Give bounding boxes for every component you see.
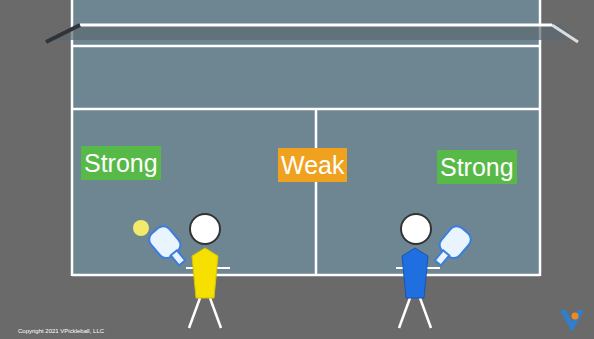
paddle-handle [435, 250, 449, 265]
sideline [71, 0, 74, 276]
right-player [396, 214, 474, 328]
zone-label: Strong [84, 146, 158, 180]
body [192, 248, 218, 298]
net-line [72, 45, 540, 48]
head [190, 214, 220, 244]
logo-v [560, 310, 584, 332]
left-player [133, 214, 230, 328]
label-box: Weak [278, 148, 347, 182]
net-post [552, 25, 578, 42]
logo [560, 310, 584, 332]
head [401, 214, 431, 244]
leg [420, 298, 431, 328]
leg [399, 298, 410, 328]
label-box: Strong [437, 150, 517, 184]
net-mesh [48, 24, 578, 40]
leg [189, 298, 200, 328]
paddle [429, 223, 474, 271]
court-lines [72, 0, 540, 276]
center-line [315, 109, 318, 276]
net-cord [80, 24, 552, 27]
paddle-handle [171, 250, 185, 265]
body [402, 248, 428, 298]
paddle [146, 223, 191, 271]
sideline [539, 0, 542, 276]
court-surface [72, 0, 540, 276]
kitchen-line [72, 108, 540, 111]
net-post [46, 25, 80, 42]
net [46, 24, 578, 42]
label-box: Strong [81, 146, 161, 180]
leg [210, 298, 221, 328]
logo-ball [572, 313, 579, 320]
baseline [72, 274, 540, 277]
zone-label: Strong [440, 150, 514, 184]
zone-label: Weak [281, 148, 344, 182]
ball [133, 220, 149, 236]
copyright-note: Copyright 2021 VPickleball, LLC [18, 328, 104, 334]
